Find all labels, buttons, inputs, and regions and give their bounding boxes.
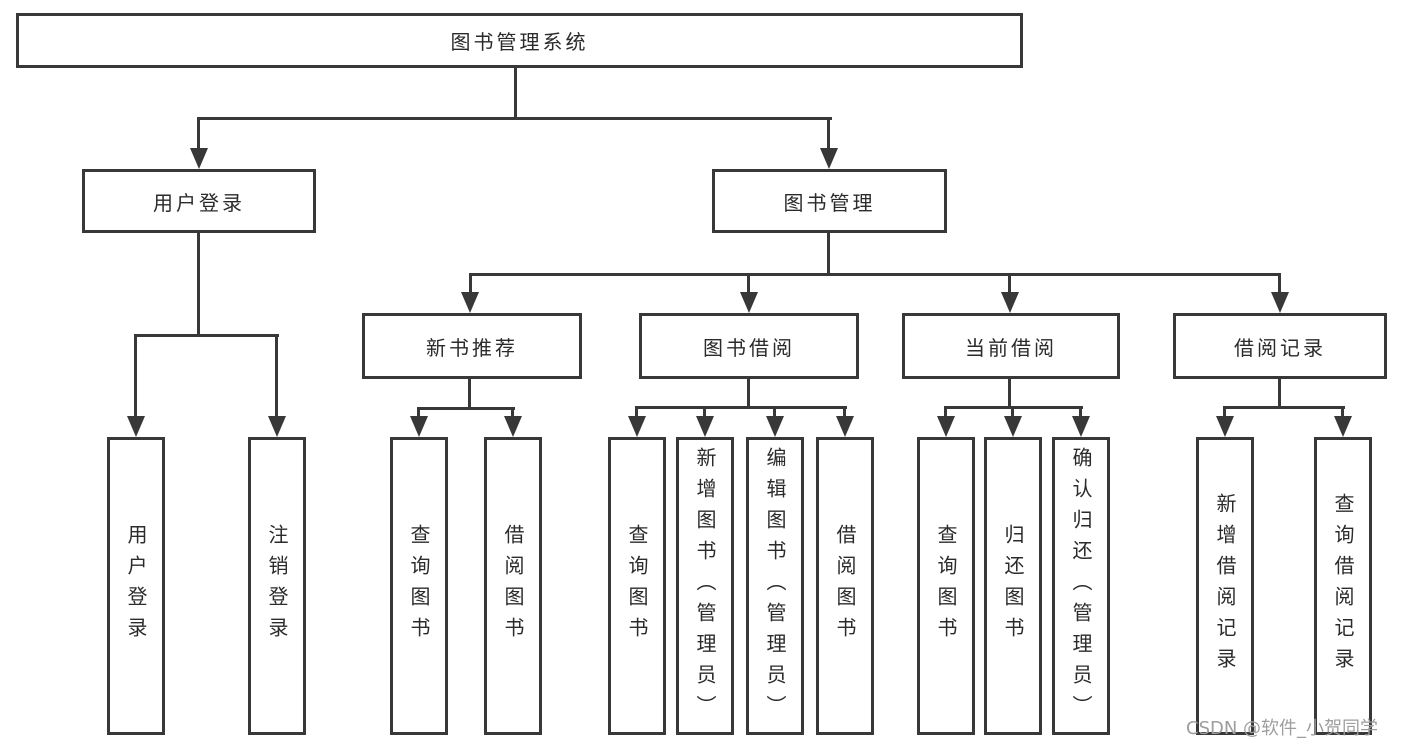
- node-label: 借阅记录: [1234, 335, 1326, 360]
- arrow-down-icon: [1334, 416, 1352, 437]
- connector-line: [1223, 406, 1226, 418]
- arrow-down-icon: [268, 416, 286, 437]
- leaf-label: 确认归还（管理员）: [1069, 446, 1093, 726]
- connector-line: [134, 334, 279, 337]
- node-book-borrowing: 图书借阅: [639, 313, 859, 379]
- node-label: 新书推荐: [426, 335, 518, 360]
- leaf-borrow-books-borrowing: 借阅图书: [816, 437, 874, 735]
- arrow-down-icon: [410, 416, 428, 437]
- connector-line: [827, 117, 830, 150]
- connector-line: [703, 406, 706, 418]
- leaf-add-books-admin: 新增图书（管理员）: [676, 437, 734, 735]
- arrow-down-icon: [696, 416, 714, 437]
- arrow-down-icon: [1004, 416, 1022, 437]
- connector-line: [1008, 379, 1011, 409]
- connector-line: [1079, 406, 1082, 418]
- leaf-edit-books-admin: 编辑图书（管理员）: [746, 437, 804, 735]
- connector-line: [773, 406, 776, 418]
- leaf-label: 用户登录: [124, 524, 148, 648]
- connector-line: [1011, 406, 1014, 418]
- leaf-query-borrow-record: 查询借阅记录: [1314, 437, 1372, 735]
- csdn-watermark: CSDN @软件_小贺同学: [1186, 718, 1379, 739]
- arrow-down-icon: [628, 416, 646, 437]
- arrow-down-icon: [836, 416, 854, 437]
- connector-line: [197, 117, 200, 150]
- node-label: 当前借阅: [965, 335, 1057, 360]
- leaf-label: 新增图书（管理员）: [693, 446, 717, 726]
- leaf-confirm-return-admin: 确认归还（管理员）: [1052, 437, 1110, 735]
- connector-line: [1223, 406, 1345, 409]
- leaf-return-books: 归还图书: [984, 437, 1042, 735]
- connector-line: [635, 406, 638, 418]
- connector-line: [275, 334, 278, 418]
- node-current-borrowing: 当前借阅: [902, 313, 1120, 379]
- node-label: 图书管理系统: [450, 30, 589, 54]
- leaf-label: 查询借阅记录: [1331, 493, 1355, 679]
- leaf-logout: 注销登录: [248, 437, 306, 735]
- leaf-label: 注销登录: [265, 524, 289, 648]
- connector-line: [469, 273, 1281, 276]
- leaf-label: 归还图书: [1001, 524, 1025, 648]
- leaf-add-borrow-record: 新增借阅记录: [1196, 437, 1254, 735]
- leaf-label: 查询图书: [934, 524, 958, 648]
- arrow-down-icon: [461, 292, 479, 313]
- leaf-user-login: 用户登录: [107, 437, 165, 735]
- arrow-down-icon: [1072, 416, 1090, 437]
- leaf-borrow-books-recommend: 借阅图书: [484, 437, 542, 735]
- connector-line: [747, 379, 750, 409]
- connector-line: [514, 68, 517, 119]
- connector-line: [469, 273, 472, 294]
- connector-line: [944, 406, 947, 418]
- arrow-down-icon: [1216, 416, 1234, 437]
- node-label: 用户登录: [153, 190, 245, 215]
- connector-line: [417, 407, 515, 410]
- arrow-down-icon: [740, 292, 758, 313]
- leaf-label: 借阅图书: [833, 524, 857, 648]
- node-borrowing-records: 借阅记录: [1173, 313, 1387, 379]
- connector-line: [827, 233, 830, 276]
- leaf-label: 查询图书: [407, 524, 431, 648]
- node-book-management: 图书管理: [712, 169, 947, 233]
- leaf-query-books-recommend: 查询图书: [390, 437, 448, 735]
- arrow-down-icon: [937, 416, 955, 437]
- leaf-query-books-borrowing: 查询图书: [608, 437, 666, 735]
- arrow-down-icon: [820, 148, 838, 169]
- arrow-down-icon: [1271, 292, 1289, 313]
- connector-line: [197, 233, 200, 337]
- node-user-login: 用户登录: [82, 169, 316, 233]
- connector-line: [134, 334, 137, 418]
- node-library-management-system: 图书管理系统: [16, 13, 1023, 68]
- connector-line: [468, 379, 471, 410]
- node-label: 图书借阅: [703, 335, 795, 360]
- connector-line: [197, 117, 832, 120]
- leaf-label: 借阅图书: [501, 524, 525, 648]
- arrow-down-icon: [127, 416, 145, 437]
- connector-line: [1278, 273, 1281, 294]
- connector-line: [1341, 406, 1344, 418]
- arrow-down-icon: [766, 416, 784, 437]
- leaf-label: 查询图书: [625, 524, 649, 648]
- leaf-query-books-current: 查询图书: [917, 437, 975, 735]
- arrow-down-icon: [1001, 292, 1019, 313]
- leaf-label: 新增借阅记录: [1213, 493, 1237, 679]
- connector-line: [843, 406, 846, 418]
- connector-line: [417, 407, 420, 418]
- node-label: 图书管理: [783, 190, 876, 215]
- leaf-label: 编辑图书（管理员）: [763, 446, 787, 726]
- connector-line: [747, 273, 750, 294]
- connector-line: [635, 406, 847, 409]
- arrow-down-icon: [504, 416, 522, 437]
- connector-line: [1008, 273, 1011, 294]
- node-new-book-recommendation: 新书推荐: [362, 313, 582, 379]
- connector-line: [511, 407, 514, 418]
- arrow-down-icon: [190, 148, 208, 169]
- connector-line: [1278, 379, 1281, 409]
